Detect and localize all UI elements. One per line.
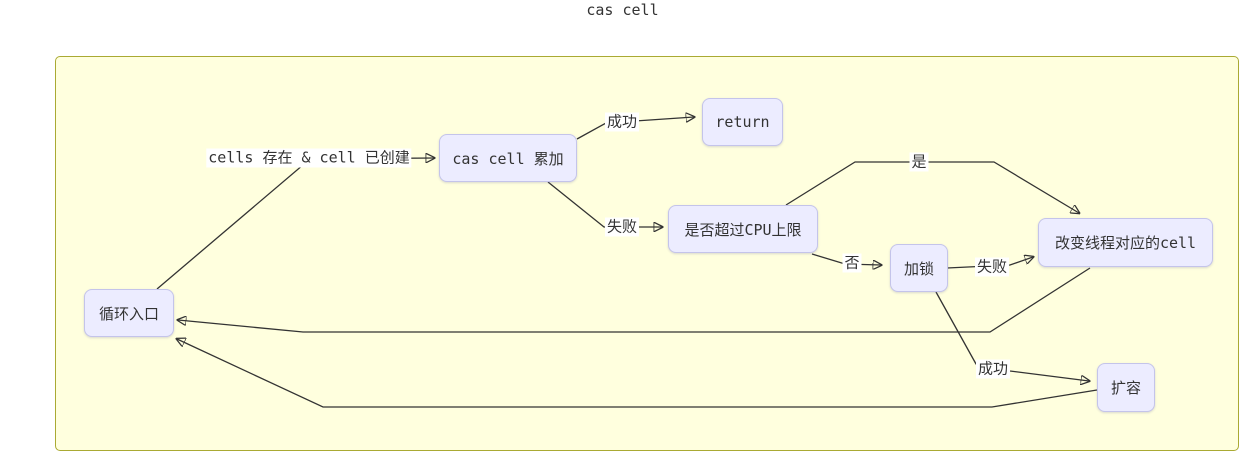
- edge-label-fail-left: 失败: [604, 217, 640, 237]
- node-expand: 扩容: [1097, 363, 1155, 412]
- edge-label-success-top: 成功: [604, 112, 640, 132]
- edge-label-fail-right: 失败: [974, 257, 1010, 277]
- edge-label-cells-exist-condition: cells 存在 & cell 已创建: [206, 148, 412, 168]
- node-lock: 加锁: [890, 244, 948, 292]
- node-cas-cell-add: cas cell 累加: [439, 134, 577, 182]
- node-loop-entry: 循环入口: [84, 289, 174, 337]
- node-cpu-limit-check: 是否超过CPU上限: [668, 205, 818, 253]
- subgraph-title: cas cell: [586, 1, 659, 19]
- node-return: return: [702, 98, 783, 146]
- edge-label-no: 否: [842, 253, 862, 273]
- edge-label-yes: 是: [909, 152, 929, 172]
- edge-label-success-bottom: 成功: [975, 359, 1011, 379]
- node-change-thread-cell: 改变线程对应的cell: [1038, 218, 1213, 267]
